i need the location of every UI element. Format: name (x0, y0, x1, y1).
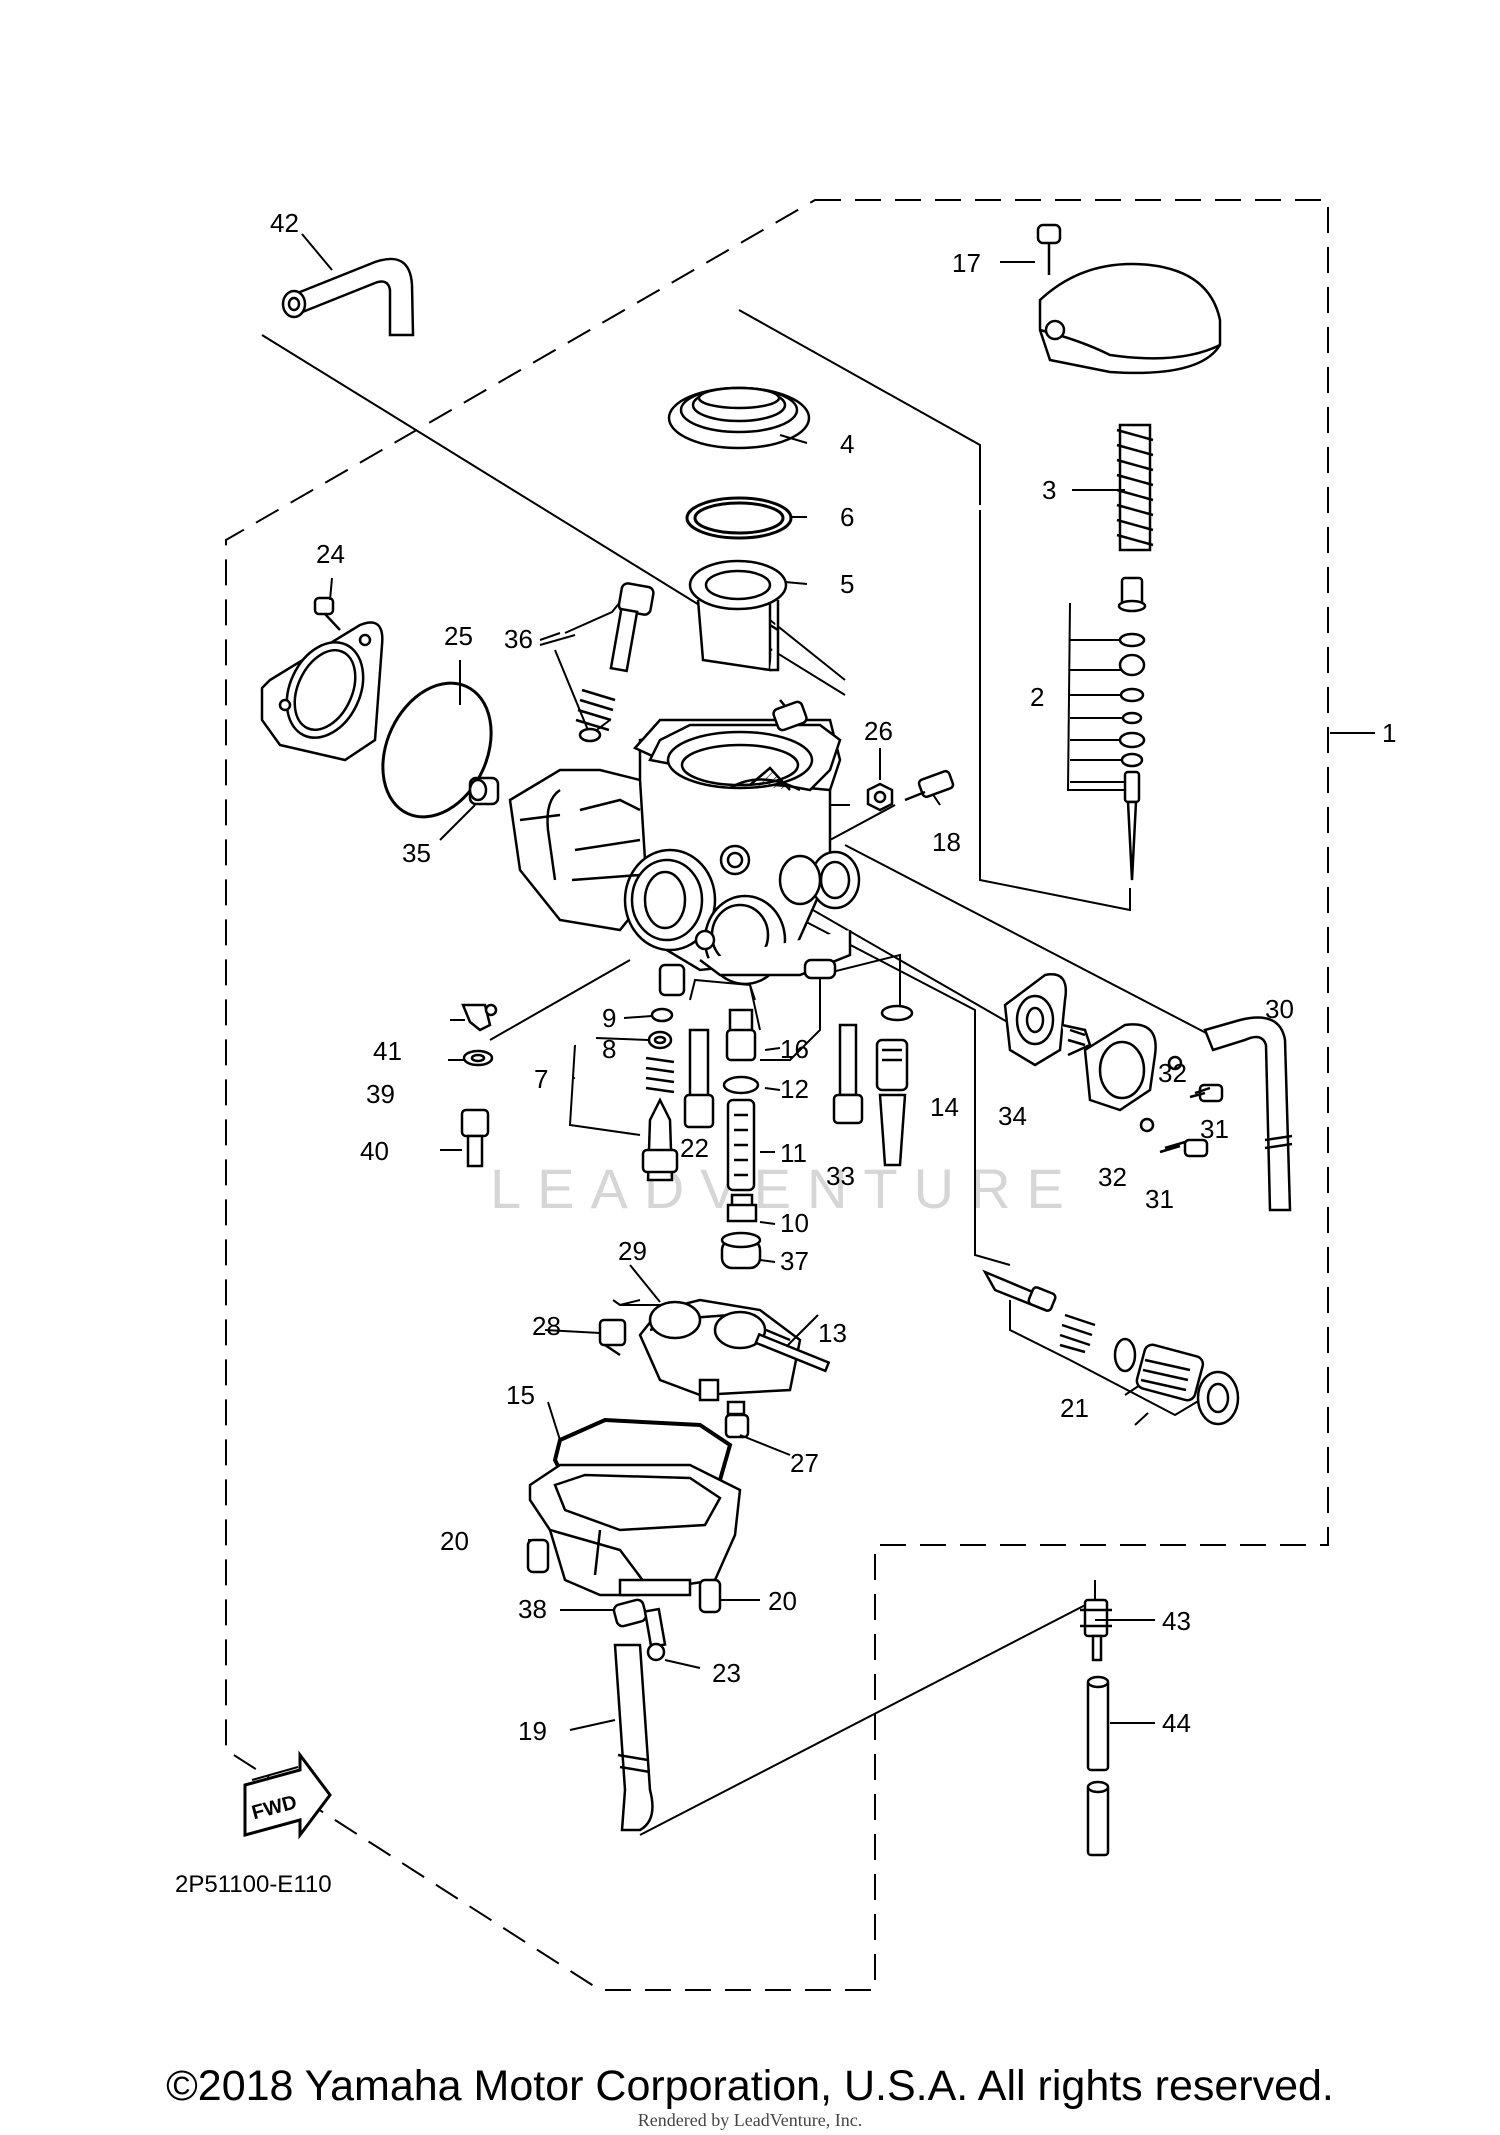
callout-44: 44 (1162, 1708, 1191, 1738)
assembly-boundary (225, 199, 1329, 1991)
copyright-notice: ©2018 Yamaha Motor Corporation, U.S.A. A… (166, 2062, 1334, 2110)
piston-valve-part (688, 559, 788, 672)
float-chamber-part (528, 1463, 742, 1597)
throttle-cable-part (1203, 1016, 1293, 1212)
callout-3: 3 (1042, 475, 1056, 505)
drain-fitting-part (460, 1003, 498, 1168)
callout-41: 41 (373, 1036, 402, 1066)
top-cover-part (1036, 223, 1222, 375)
cap-part (468, 776, 500, 806)
callout-35: 35 (402, 838, 431, 868)
callout-1: 1 (1382, 718, 1396, 748)
nut-part (866, 782, 894, 812)
callout-37: 37 (780, 1246, 809, 1276)
callout-20b: 20 (768, 1586, 797, 1616)
float-needle-group (832, 1004, 914, 1167)
callout-39: 39 (366, 1079, 395, 1109)
callout-11: 11 (780, 1138, 807, 1168)
main-jet-group (683, 1008, 762, 1270)
callout-31a: 31 (1200, 1114, 1229, 1144)
plate-screws-part (1159, 1083, 1224, 1158)
pilot-jet-group (641, 1007, 679, 1182)
ring-part (685, 496, 793, 540)
callout-26: 26 (864, 716, 893, 746)
callout-30: 30 (1265, 994, 1294, 1024)
callout-29: 29 (618, 1236, 647, 1266)
callout-17: 17 (952, 248, 981, 278)
callout-42: 42 (270, 208, 299, 238)
jet-needle-part (1117, 576, 1147, 881)
callout-43: 43 (1162, 1606, 1191, 1636)
callout-19: 19 (518, 1716, 547, 1746)
callout-10: 10 (780, 1208, 809, 1238)
fwd-arrow-icon: FWD (243, 1750, 332, 1840)
part-number-code: 2P51100-E110 (175, 1871, 332, 1898)
spring-part (1116, 423, 1154, 552)
callout-32b: 32 (1098, 1162, 1127, 1192)
float-part (598, 1298, 831, 1439)
callout-31b: 31 (1145, 1184, 1174, 1214)
diaphragm-part (667, 386, 811, 450)
callout-12: 12 (780, 1074, 809, 1104)
carburetor-body (508, 699, 861, 997)
callout-leaders (301, 233, 1375, 1731)
o-ring-part (381, 681, 493, 819)
callout-13: 13 (818, 1318, 847, 1348)
callout-16: 16 (780, 1034, 809, 1064)
callout-23: 23 (712, 1658, 741, 1688)
callout-4: 4 (840, 429, 854, 459)
callout-38: 38 (518, 1594, 547, 1624)
rendered-by-notice: Rendered by LeadVenture, Inc. (637, 2110, 863, 2130)
callout-numbers: 42 17 4 3 6 24 5 25 36 2 1 26 35 18 30 9… (270, 208, 1396, 1746)
callout-28: 28 (532, 1311, 561, 1341)
callout-20a: 20 (440, 1526, 469, 1556)
callout-15: 15 (506, 1380, 535, 1410)
starter-plunger-part (982, 1269, 1240, 1426)
callout-22: 22 (680, 1133, 709, 1163)
insulator-plate-part (260, 596, 384, 762)
elbow-hose-part (281, 257, 415, 337)
callout-9: 9 (602, 1003, 616, 1033)
callout-34: 34 (998, 1101, 1027, 1131)
callout-24: 24 (316, 539, 345, 569)
callout-40: 40 (360, 1136, 389, 1166)
leadventure-watermark: LEADVENTURE (490, 1157, 1080, 1220)
callout-6: 6 (840, 502, 854, 532)
callout-21: 21 (1060, 1393, 1089, 1423)
callout-2: 2 (1030, 682, 1044, 712)
callout-14: 14 (930, 1092, 959, 1122)
throttle-screw-part (904, 769, 955, 802)
callout-36: 36 (504, 624, 533, 654)
callout-33: 33 (826, 1161, 855, 1191)
drain-hose-part (613, 1643, 654, 1832)
callout-7: 7 (534, 1064, 548, 1094)
callout-25: 25 (444, 621, 473, 651)
callout-5: 5 (840, 569, 854, 599)
callout-32a: 32 (1158, 1058, 1187, 1088)
starter-plunger-plate-part (1003, 973, 1183, 1133)
pilot-screw-part (575, 582, 655, 743)
callout-18: 18 (932, 827, 961, 857)
callout-8: 8 (602, 1034, 616, 1064)
vent-fitting-part (1080, 1598, 1112, 1857)
callout-27: 27 (790, 1448, 819, 1478)
